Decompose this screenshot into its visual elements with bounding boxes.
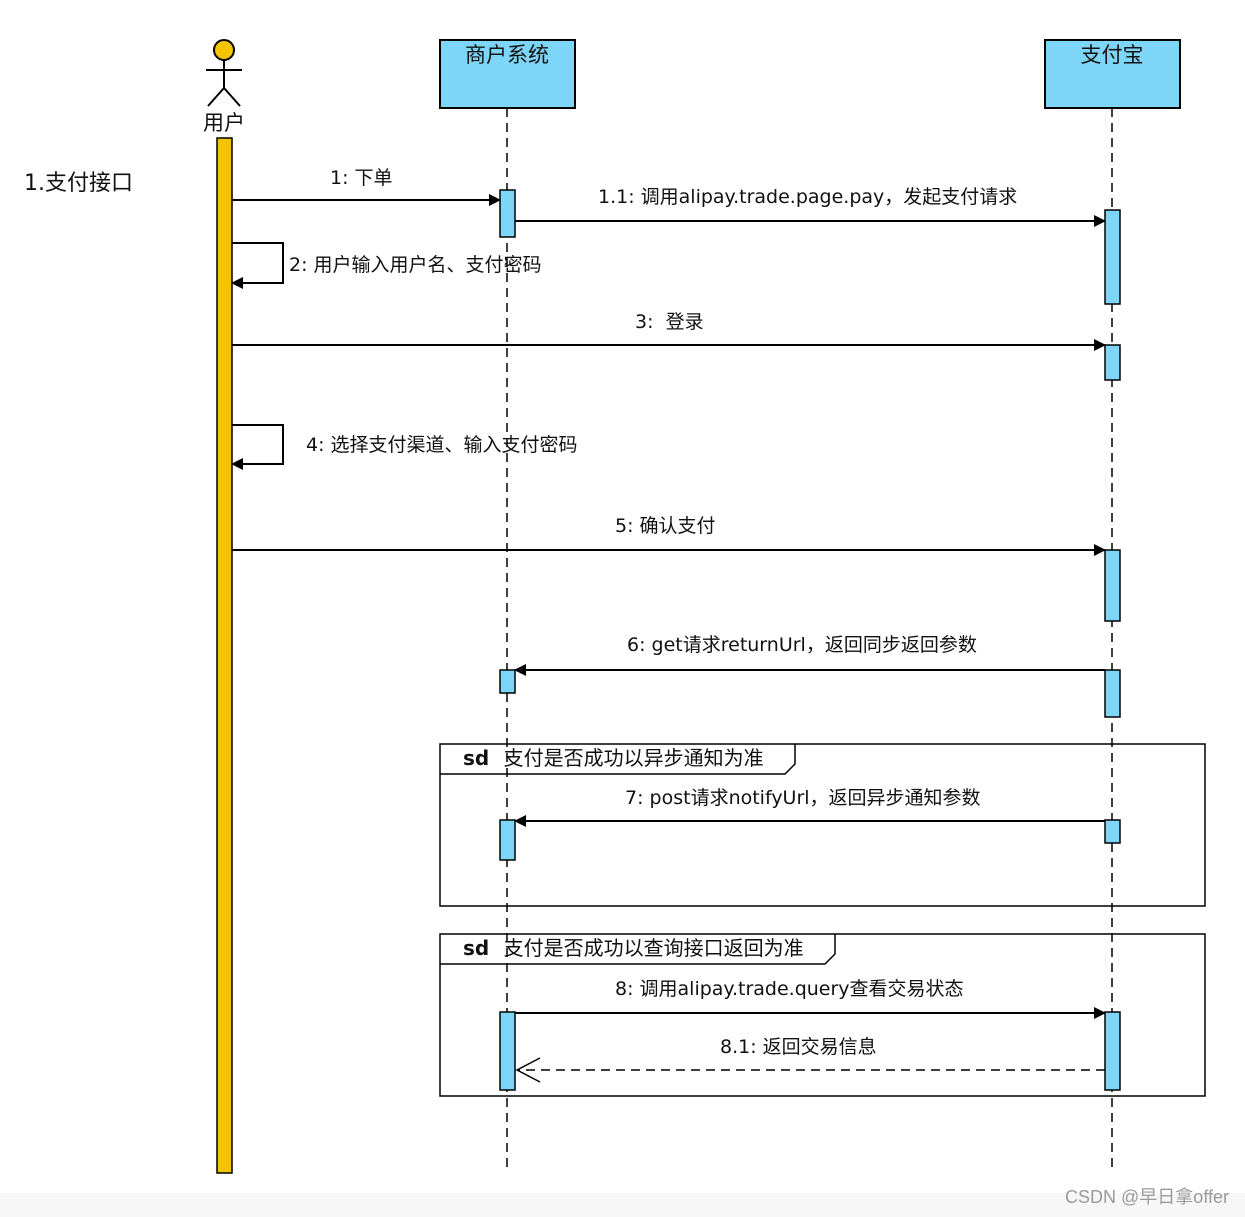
merchant-activation — [499, 669, 516, 694]
alipay-label: 支付宝 — [1081, 43, 1144, 67]
message-5: 5: 确认支付 — [232, 515, 1106, 556]
message-5-label: 5: 确认支付 — [615, 515, 716, 537]
alipay-activation — [1104, 819, 1121, 844]
frame-query-interface: sd 支付是否成功以查询接口返回为准 — [439, 933, 1206, 1097]
alipay-participant: 支付宝 — [1044, 39, 1181, 1173]
alipay-activation — [1104, 549, 1121, 622]
footer-strip — [0, 1193, 1245, 1217]
alipay-activation — [1104, 344, 1121, 381]
message-6: 6: get请求returnUrl，返回同步返回参数 — [514, 634, 1105, 676]
alipay-activation — [1104, 1011, 1121, 1091]
merchant-participant: 商户系统 — [439, 39, 576, 1173]
open-arrow-icon — [515, 1057, 541, 1083]
merchant-activation — [499, 1011, 516, 1091]
merchant-head-box — [439, 39, 576, 109]
message-8-1-label: 8.1: 返回交易信息 — [720, 1036, 877, 1058]
message-8-1: 8.1: 返回交易信息 — [515, 1036, 1105, 1083]
message-3-label: 3: 登录 — [635, 311, 704, 333]
user-lifeline — [216, 137, 233, 1174]
message-1-1: 1.1: 调用alipay.trade.page.pay，发起支付请求 — [515, 186, 1106, 227]
merchant-activation — [499, 819, 516, 861]
message-7-label: 7: post请求notifyUrl，返回异步通知参数 — [625, 787, 981, 809]
frame-title: 支付是否成功以查询接口返回为准 — [504, 936, 804, 960]
message-1: 1: 下单 — [232, 167, 501, 206]
merchant-label: 商户系统 — [465, 43, 549, 67]
frame-title: 支付是否成功以异步通知为准 — [504, 746, 764, 770]
message-2: 2: 用户输入用户名、支付密码 — [231, 242, 542, 289]
message-4-label: 4: 选择支付渠道、输入支付密码 — [306, 434, 578, 456]
alipay-head-box — [1044, 39, 1181, 109]
frame-keyword: sd — [463, 936, 489, 960]
svg-text:sd 支付是否成功以查询接口返回为准: sd 支付是否成功以查询接口返回为准 — [463, 936, 804, 960]
message-1-1-label: 1.1: 调用alipay.trade.page.pay，发起支付请求 — [598, 186, 1017, 208]
message-6-label: 6: get请求returnUrl，返回同步返回参数 — [627, 634, 977, 656]
section-title: 1.支付接口 — [24, 171, 133, 196]
message-8: 8: 调用alipay.trade.query查看交易状态 — [515, 978, 1106, 1019]
message-4: 4: 选择支付渠道、输入支付密码 — [231, 424, 578, 470]
message-3: 3: 登录 — [232, 311, 1106, 351]
alipay-activation — [1104, 209, 1121, 305]
user-actor: 用户 — [203, 39, 245, 135]
watermark: CSDN @早日拿offer — [1065, 1187, 1229, 1207]
user-label: 用户 — [203, 111, 245, 135]
frame-keyword: sd — [463, 746, 489, 770]
message-2-label: 2: 用户输入用户名、支付密码 — [289, 254, 542, 276]
actor-head-icon — [213, 39, 235, 61]
merchant-activation — [499, 189, 516, 238]
frame-async-notify: sd 支付是否成功以异步通知为准 — [439, 743, 1206, 907]
message-7: 7: post请求notifyUrl，返回异步通知参数 — [514, 787, 1105, 827]
svg-text:sd 支付是否成功以异步通知为准: sd 支付是否成功以异步通知为准 — [463, 746, 764, 770]
message-8-label: 8: 调用alipay.trade.query查看交易状态 — [615, 978, 964, 1000]
message-1-label: 1: 下单 — [330, 167, 393, 189]
alipay-activation — [1104, 669, 1121, 718]
